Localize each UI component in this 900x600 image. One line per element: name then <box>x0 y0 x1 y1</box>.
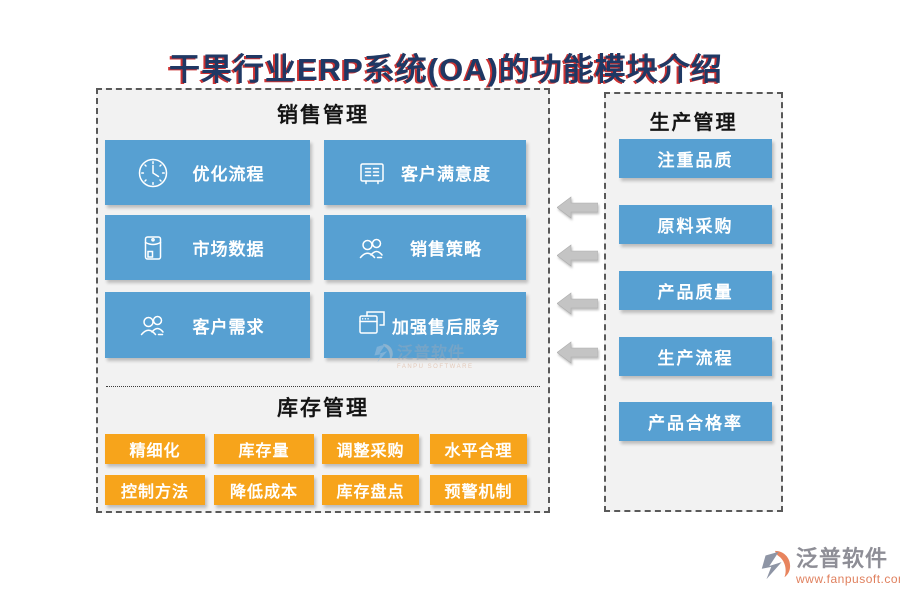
sales-panel: 销售管理 优化流程 客户满意度 <box>96 88 550 513</box>
sales-module-label: 加强售后服务 <box>392 317 500 337</box>
watermark-text: 泛普软件 <box>397 345 466 362</box>
fanpu-logo-icon <box>372 342 394 364</box>
left-arrow-icon <box>556 244 599 267</box>
inventory-module-button[interactable]: 降低成本 <box>214 475 314 505</box>
inventory-module-button[interactable]: 库存量 <box>214 434 314 464</box>
sales-module-button[interactable]: 市场数据 <box>105 215 310 280</box>
production-module-label: 注重品质 <box>657 151 734 170</box>
production-module-button[interactable]: 产品质量 <box>619 271 772 310</box>
sales-module-label: 市场数据 <box>192 240 265 259</box>
sales-module-label: 客户满意度 <box>401 165 491 184</box>
production-module-label: 生产流程 <box>657 349 734 368</box>
production-module-label: 产品质量 <box>657 283 734 302</box>
left-arrow-icon <box>556 341 599 364</box>
production-module-button[interactable]: 原料采购 <box>619 205 772 244</box>
inventory-module-button[interactable]: 控制方法 <box>105 475 205 505</box>
app-windows-icon <box>352 305 392 345</box>
clock-icon <box>133 153 173 193</box>
inventory-panel-header: 库存管理 <box>277 397 369 420</box>
survey-board-icon <box>352 153 392 193</box>
inventory-module-label: 精细化 <box>129 443 181 460</box>
brand-url: www.fanpusoft.com <box>796 572 900 586</box>
inventory-module-button[interactable]: 水平合理 <box>430 434 527 464</box>
sales-module-label: 优化流程 <box>192 165 265 184</box>
fanpu-brand-stamp: 泛普软件 www.fanpusoft.com <box>758 548 900 586</box>
inventory-module-label: 库存量 <box>238 443 290 460</box>
sales-module-button[interactable]: 优化流程 <box>105 140 310 205</box>
sales-module-button[interactable]: 销售策略 <box>324 215 526 280</box>
inventory-module-label: 水平合理 <box>444 443 513 460</box>
section-divider <box>106 386 540 387</box>
production-module-button[interactable]: 注重品质 <box>619 139 772 178</box>
inventory-module-label: 控制方法 <box>120 484 189 501</box>
sales-module-label: 销售策略 <box>410 240 482 259</box>
people-icon <box>352 228 392 268</box>
fanpu-logo-icon <box>758 548 792 582</box>
page-title: 干果行业ERP系统(OA)的功能模块介绍 <box>169 52 723 87</box>
sales-module-button[interactable]: 加强售后服务 <box>324 292 526 358</box>
production-module-label: 原料采购 <box>657 217 734 236</box>
inventory-module-label: 库存盘点 <box>336 484 405 501</box>
left-arrow-icon <box>556 292 599 315</box>
inventory-module-label: 预警机制 <box>444 484 513 501</box>
sales-module-button[interactable]: 客户满意度 <box>324 140 526 205</box>
production-panel-header: 生产管理 <box>649 112 738 134</box>
inventory-module-button[interactable]: 调整采购 <box>322 434 419 464</box>
inventory-module-label: 调整采购 <box>336 443 405 460</box>
watermark-subtext: FANPU SOFTWARE <box>397 364 474 370</box>
brand-name: 泛普软件 <box>796 546 889 571</box>
left-arrow-icon <box>556 196 599 219</box>
inventory-module-button[interactable]: 精细化 <box>105 434 205 464</box>
inventory-module-button[interactable]: 库存盘点 <box>322 475 419 505</box>
sales-module-label: 客户需求 <box>192 317 265 337</box>
production-module-button[interactable]: 产品合格率 <box>619 402 772 441</box>
sales-panel-header: 销售管理 <box>277 104 369 127</box>
production-panel: 生产管理 注重品质 原料采购 产品质量 生产流程 产品合格率 <box>604 92 783 512</box>
inventory-module-button[interactable]: 预警机制 <box>430 475 527 505</box>
document-pouch-icon <box>133 228 173 268</box>
inventory-module-label: 降低成本 <box>229 484 298 501</box>
production-module-label: 产品合格率 <box>648 414 743 433</box>
production-module-button[interactable]: 生产流程 <box>619 337 772 376</box>
people-icon <box>133 305 173 345</box>
fanpu-watermark: 泛普软件 FANPU SOFTWARE <box>372 339 473 370</box>
sales-module-button[interactable]: 客户需求 <box>105 292 310 358</box>
